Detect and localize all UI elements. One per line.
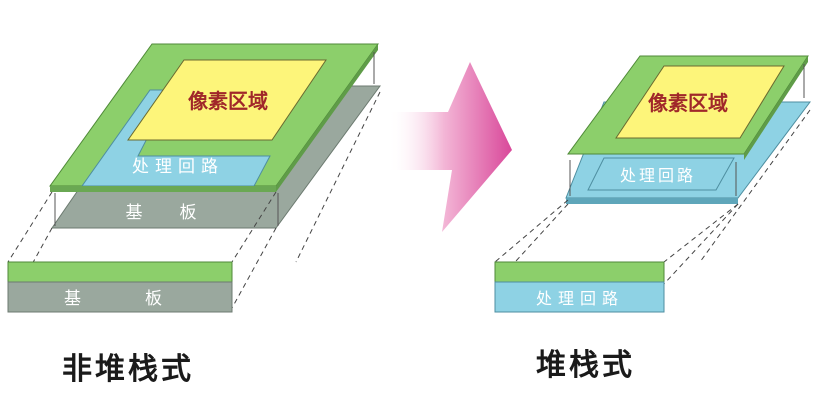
circuit-inner [587,157,735,191]
stacked-structure: 像素区域 处理回路 处理回路 [494,55,811,313]
thickness-marks [569,64,805,196]
side-circuit-layer [494,281,665,313]
side-substrate-layer [7,281,233,313]
non-stacked-caption: 非堆栈式 [62,352,194,387]
substrate-label: 基 板 [126,203,207,223]
frame-side [744,56,808,160]
substrate-side-label: 基 板 [64,289,172,309]
stacked-caption: 堆栈式 [536,348,635,383]
circuit-layer-front [566,198,738,204]
transition-arrow [388,62,512,232]
circuit-label: 处理回路 [620,166,696,185]
pixel-area [615,65,785,139]
thickness-marks [54,52,375,226]
side-green-layer [7,261,233,283]
frame-side [276,44,378,192]
side-green-layer [494,261,665,283]
circuit-side-label: 处理回路 [536,289,624,308]
non-stacked-structure: 像素区域 处理回路 基 板 基 板 [7,43,381,313]
pixel-area-label: 像素区域 [648,91,728,115]
pixel-area [127,59,327,141]
circuit-label: 处理回路 [132,157,224,177]
frame-front [50,186,276,192]
pixel-area-label: 像素区域 [188,89,268,113]
